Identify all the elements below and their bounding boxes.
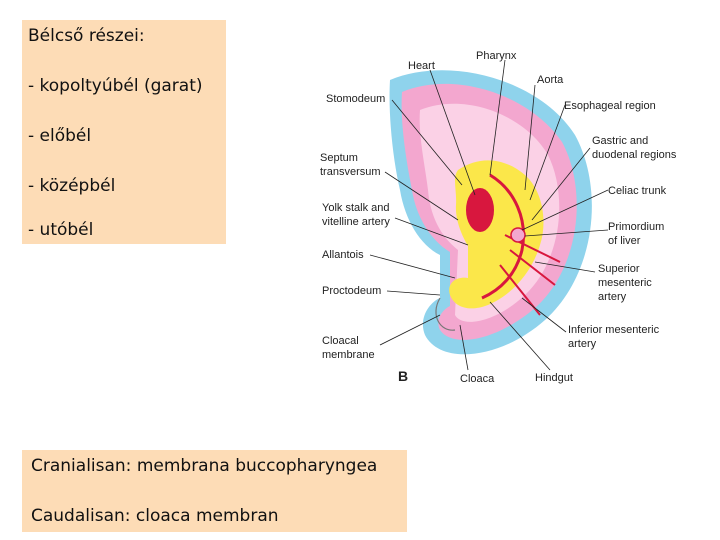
notes-item-pharyngeal-gut: - kopoltyúbél (garat): [28, 76, 203, 96]
label-proctodeum: Proctodeum: [322, 285, 381, 297]
notes-item-midgut: - középbél: [28, 176, 116, 196]
label-superior-2: mesenteric: [598, 277, 652, 289]
label-cloaca: Cloaca: [460, 373, 495, 385]
label-aorta: Aorta: [537, 74, 564, 86]
label-cloacal-2: membrane: [322, 349, 375, 361]
label-inferior-2: artery: [568, 338, 597, 350]
gut-tube: [481, 173, 525, 300]
panel-letter: B: [398, 368, 408, 384]
membranes-notes: Cranialisan: membrana buccopharyngea Cau…: [22, 450, 407, 532]
label-inferior-1: Inferior mesenteric: [568, 324, 660, 336]
label-yolk-2: vitelline artery: [322, 216, 390, 228]
notes-item-foregut: - előbél: [28, 126, 92, 146]
label-gastric-1: Gastric and: [592, 135, 648, 147]
label-hindgut: Hindgut: [535, 372, 573, 384]
label-gastric-2: duodenal regions: [592, 149, 677, 161]
label-yolk-1: Yolk stalk and: [322, 202, 389, 214]
cranial-membrane-text: Cranialisan: membrana buccopharyngea: [31, 456, 378, 476]
label-celiac-trunk: Celiac trunk: [608, 185, 667, 197]
label-primordium-2: of liver: [608, 235, 641, 247]
leader-lines: [369, 59, 609, 371]
label-heart: Heart: [408, 60, 435, 72]
notes-item-hindgut: - utóbél: [28, 220, 94, 240]
label-septum-2: transversum: [320, 166, 381, 178]
notes-title: Bélcső részei:: [28, 26, 145, 46]
label-stomodeum: Stomodeum: [326, 93, 385, 105]
label-allantois: Allantois: [322, 249, 364, 261]
label-pharynx: Pharynx: [476, 50, 517, 62]
caudal-membrane-text: Caudalisan: cloaca membran: [31, 506, 279, 526]
label-primordium-1: Primordium: [608, 221, 664, 233]
label-superior-1: Superior: [598, 263, 640, 275]
gut-parts-notes: Bélcső részei: - kopoltyúbél (garat) - e…: [22, 20, 226, 244]
label-cloacal-1: Cloacal: [322, 335, 359, 347]
embryo-gut-diagram: Heart Pharynx Aorta Stomodeum Esophageal…: [290, 40, 686, 388]
cloaca-loop: [435, 297, 456, 331]
label-esophageal-region: Esophageal region: [564, 100, 656, 112]
liver-primordium: [510, 227, 526, 243]
heart-shape: [466, 188, 494, 232]
label-septum-1: Septum: [320, 152, 358, 164]
label-superior-3: artery: [598, 291, 627, 303]
embryo-diagram-svg: Heart Pharynx Aorta Stomodeum Esophageal…: [320, 50, 677, 385]
